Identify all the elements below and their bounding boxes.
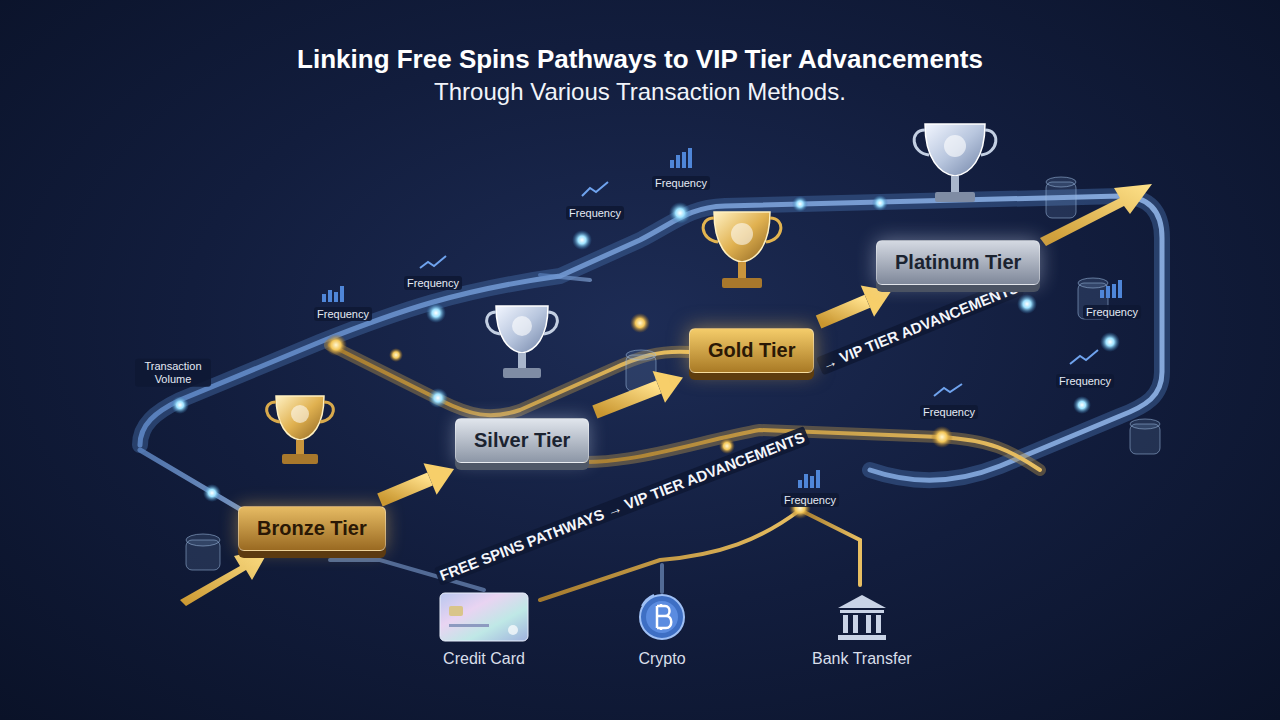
metric-label: Frequency — [1056, 374, 1114, 388]
glow-dots — [171, 195, 1120, 519]
payment-method: Credit Card — [433, 590, 535, 670]
arrow-head — [424, 463, 455, 494]
tier-arrow — [595, 371, 683, 412]
glass-track — [140, 196, 1162, 600]
metric-label: Frequency — [652, 176, 710, 190]
tier-plate: Gold Tier — [689, 328, 814, 373]
metric-label: Frequency — [920, 405, 978, 419]
side-arrows — [180, 184, 1152, 606]
tier-name: Bronze Tier — [257, 517, 367, 539]
arrow-shaft — [595, 387, 659, 412]
arrow-shaft — [819, 301, 868, 322]
tier-name: Platinum Tier — [895, 251, 1021, 273]
diagram-title: Linking Free Spins Pathways to VIP Tier … — [0, 44, 1280, 75]
tier-name: Silver Tier — [474, 429, 570, 451]
arrow-head — [861, 286, 892, 317]
arrow-head — [653, 371, 683, 403]
method-label: Crypto — [638, 650, 685, 668]
bar-icons — [322, 148, 1122, 488]
metric-label: Frequency — [781, 493, 839, 507]
pathway-text: → VIP TIER ADVANCEMENTS — [816, 277, 1024, 376]
method-label: Credit Card — [443, 650, 525, 668]
metric-label: Frequency — [566, 206, 624, 220]
card-icon — [439, 592, 529, 642]
metric-label: Frequency — [1083, 305, 1141, 319]
tier-arrow — [819, 286, 892, 322]
tier-arrow — [380, 463, 454, 500]
glass-cylinders — [186, 177, 1160, 570]
tier-plate: Bronze Tier — [238, 506, 386, 551]
arrow-shaft — [380, 479, 430, 500]
tier-plate: Silver Tier — [455, 418, 589, 463]
metric-label: Frequency — [404, 276, 462, 290]
method-label: Bank Transfer — [812, 650, 912, 668]
payment-method: Bank Transfer — [806, 590, 918, 670]
subtitle: Through Various Transaction Methods. — [434, 78, 846, 106]
metric-label: Frequency — [314, 307, 372, 321]
bank-icon — [834, 592, 890, 642]
coin-icon — [636, 592, 688, 642]
trophies — [267, 124, 996, 464]
payment-method: Crypto — [630, 590, 694, 670]
tier-plate: Platinum Tier — [876, 240, 1040, 285]
metric-label: Transaction Volume — [135, 359, 211, 387]
tier-name: Gold Tier — [708, 339, 795, 361]
